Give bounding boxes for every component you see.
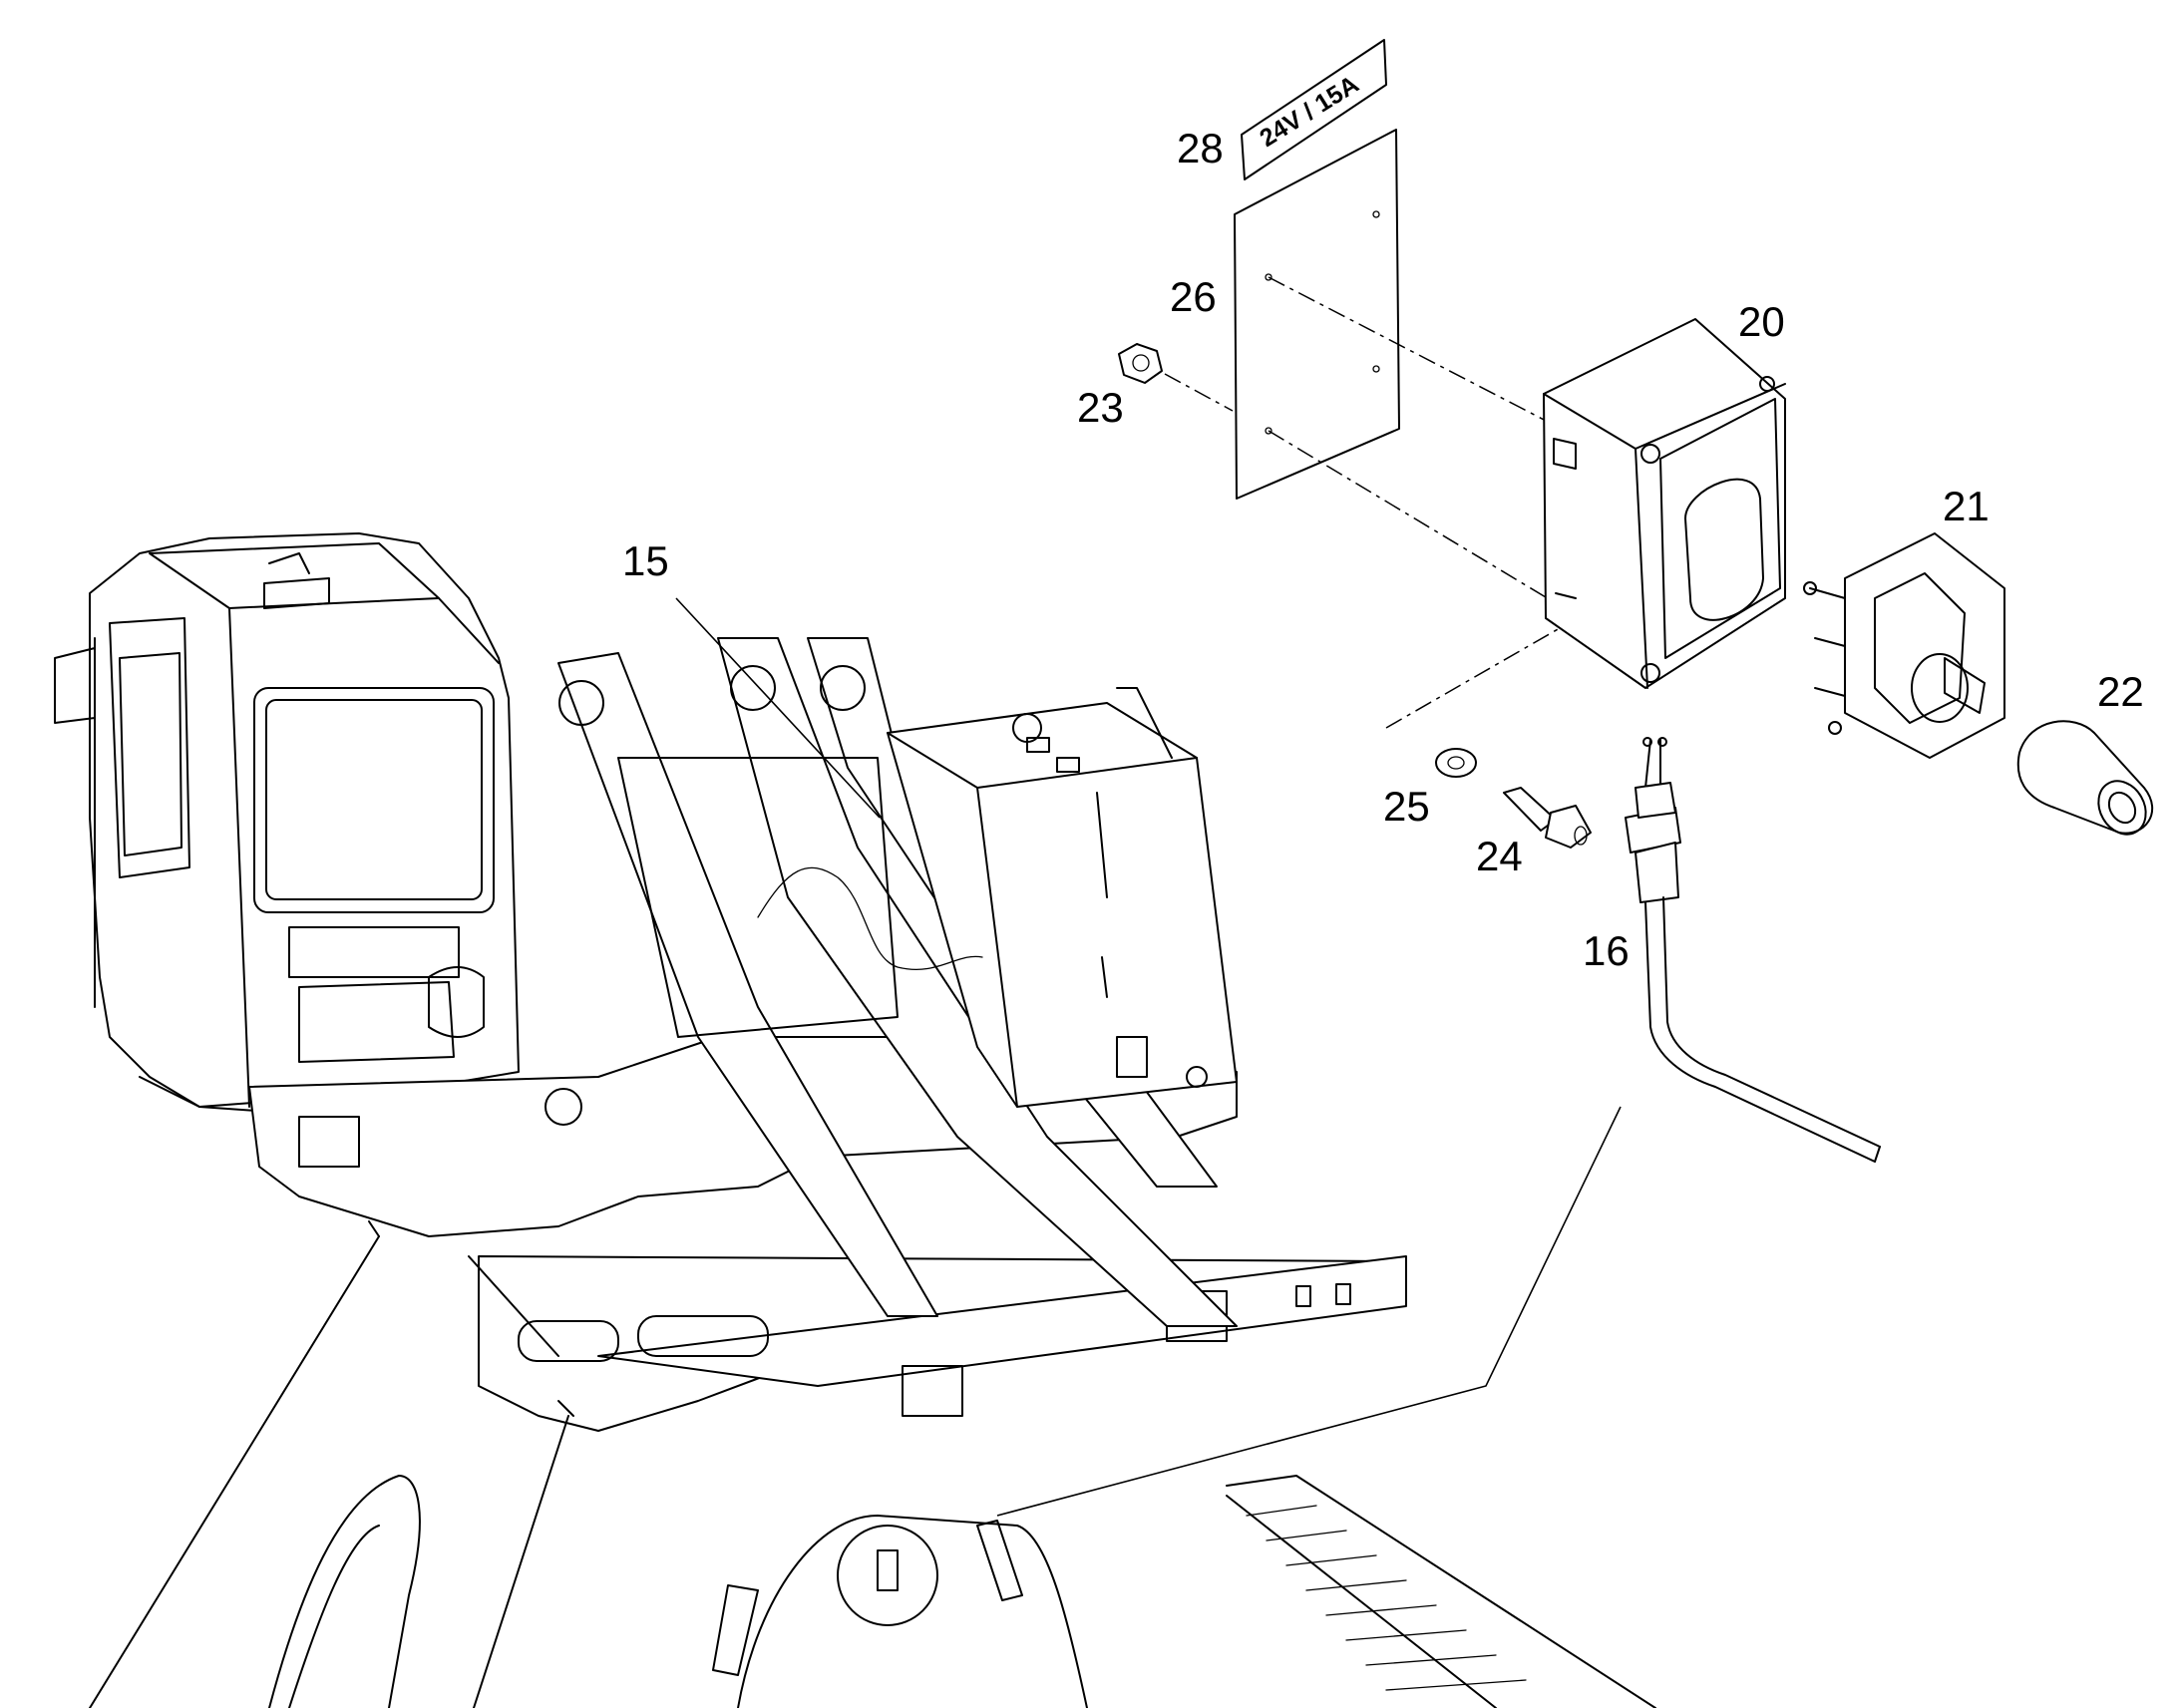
callout-25: 25	[1383, 783, 1430, 830]
callout-21: 21	[1943, 483, 1990, 529]
machine-frame	[54, 532, 1656, 1708]
lower-track	[89, 1220, 1656, 1708]
cable-15	[757, 866, 983, 970]
part-22-cap	[2016, 720, 2154, 836]
undercarriage	[248, 1036, 1407, 1432]
part-24-bolt	[1503, 787, 1592, 849]
callout-15: 15	[622, 537, 669, 584]
assembly-line-d	[1385, 612, 1587, 729]
assembly-line-c	[1268, 430, 1557, 604]
assembly-line-a	[1164, 373, 1234, 412]
callout-16: 16	[1583, 927, 1630, 974]
callout-24: 24	[1476, 833, 1523, 879]
callout-26: 26	[1170, 273, 1217, 320]
callout-22: 22	[2097, 668, 2144, 715]
part-26-plate	[1234, 129, 1400, 500]
part-25-washer	[1435, 748, 1477, 778]
cab	[54, 532, 520, 1113]
callouts: 28 26 23 20 21 22 15 25 24 16	[622, 125, 2144, 974]
part-16-sensor	[1625, 737, 1881, 1163]
leader-lines	[675, 597, 1622, 1517]
callout-28: 28	[1177, 125, 1224, 171]
part-23-nut	[1118, 343, 1163, 384]
battery-box	[887, 687, 1238, 1108]
part-20-housing	[1543, 318, 1786, 689]
callout-20: 20	[1738, 298, 1785, 345]
part-21-socket	[1803, 532, 2005, 759]
callout-23: 23	[1077, 384, 1124, 431]
